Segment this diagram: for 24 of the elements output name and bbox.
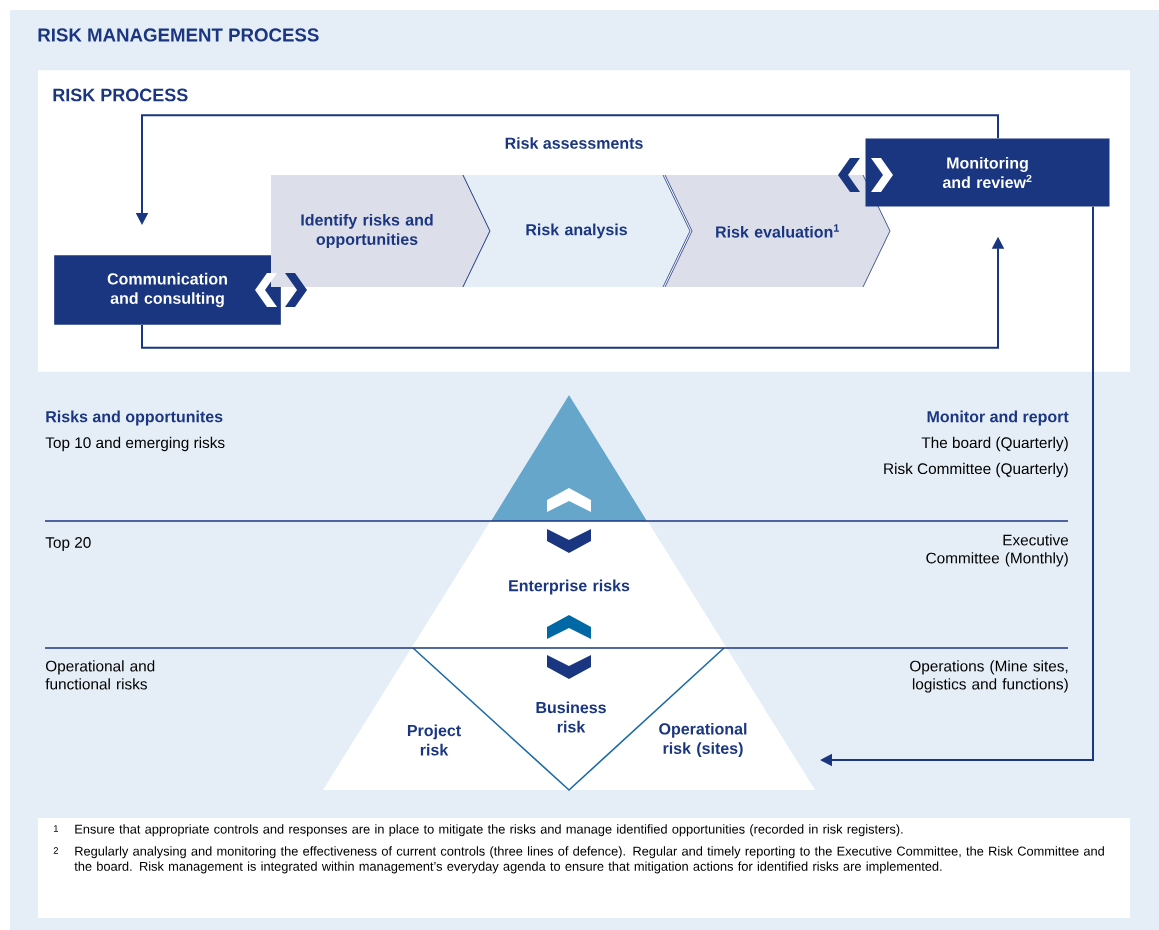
process-step: Identify risks and opportunities [271,174,491,288]
pyramid-label: Enterprise risks [509,579,630,595]
side-text: The board (Quarterly) [921,436,1068,452]
footnote-number: 1 [54,825,58,832]
footnote-text: Regularly analysing and monitoring the effectiveness of current controls (three lines of defence). Regular and timely reporting to the Executive Committee, the Risk Committee and the board. Risk management is integrated within management’s everyday agenda to ensure that mitigation actions for identified risks are implemented. [74,846,1104,874]
side-text: Operations (Mine sites, logistics and functions) [910,660,1068,693]
footnote-text: Ensure that appropriate controls and responses are in place to mitigate the risks and manage identified opportunities (recorded in risk registers). [75,824,903,837]
side-heading: Monitor and report [927,410,1069,426]
side-text: Executive Committee (Monthly) [926,534,1069,567]
section-heading: Risk assessments [505,137,643,149]
process-step: Risk analysis [462,174,691,288]
side-text: Top 10 and emerging risks [45,436,225,452]
pyramid-label: Project risk [407,724,461,756]
pyramid-label: Operational risk (sites) [659,722,747,758]
side-heading: Risks and opportunites [46,410,223,426]
process-step: Risk evaluation$^{1}$ [664,174,891,288]
process-box: Monitoring and review$^{2}$ [865,138,1110,207]
title: RISK MANAGEMENT PROCESS [38,28,319,42]
side-text: Top 20 [45,537,91,551]
pyramid-label: Business risk [536,701,606,733]
side-text: Operational and functional risks [45,660,155,690]
side-text: Risk Committee (Quarterly) [884,462,1068,478]
process-box: Communication and consulting [54,255,281,325]
footnote-number: 2 [53,847,58,854]
